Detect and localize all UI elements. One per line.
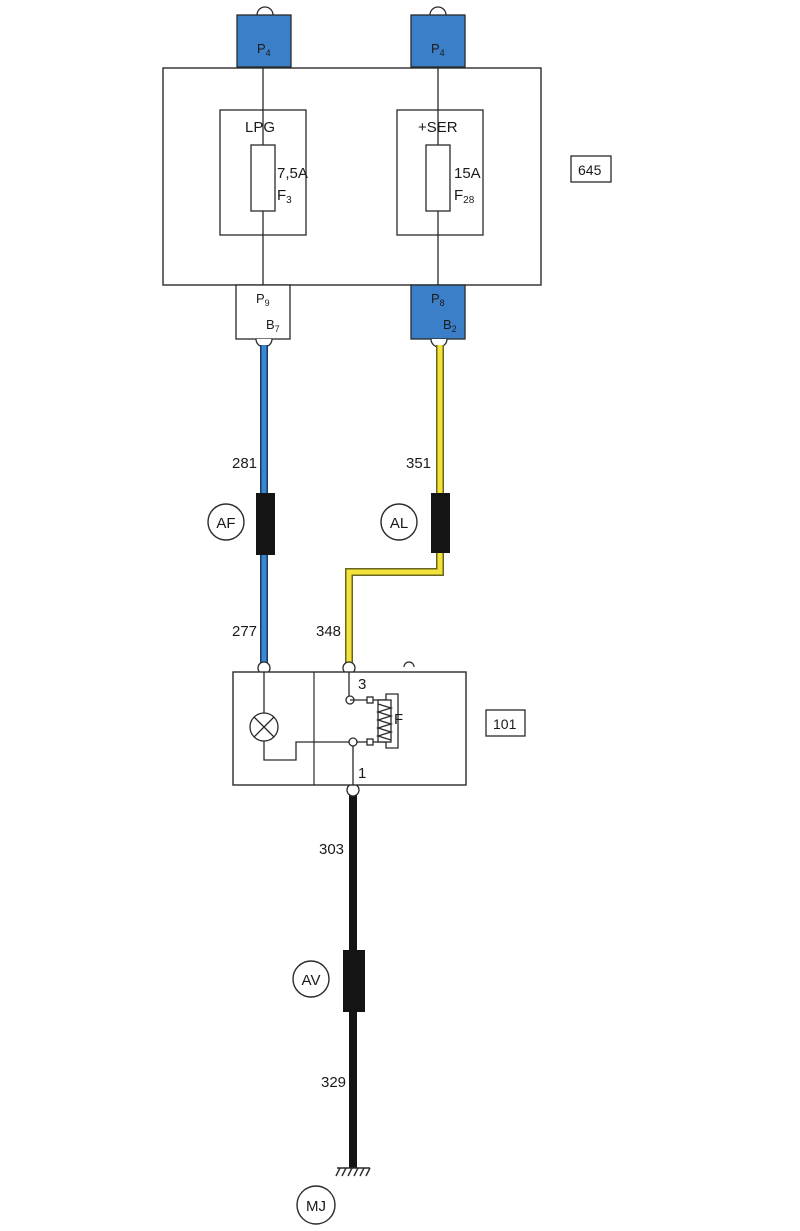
fuse-ser-rating: 15A — [454, 165, 481, 182]
fuse-lpg-code: F3 — [277, 187, 292, 206]
relay-pin-3: 3 — [358, 676, 366, 693]
wire-label-281: 281 — [232, 455, 257, 472]
junction-block-av — [343, 950, 365, 1012]
top-connector-left-label: P4 — [257, 41, 271, 58]
bottom-connector-left-top: P9 — [256, 291, 270, 308]
bottom-connector-right-bottom: B2 — [443, 317, 457, 334]
relay-pin-1: 1 — [358, 765, 366, 782]
wire-yellow — [345, 345, 444, 668]
wire-label-277: 277 — [232, 623, 257, 640]
junction-av: AV — [292, 960, 330, 998]
relay-switch — [345, 672, 399, 785]
junction-block-af — [256, 493, 275, 555]
wire-label-348: 348 — [316, 623, 341, 640]
svg-text:AL: AL — [390, 515, 408, 532]
lamp-icon — [249, 672, 353, 761]
wire-label-303: 303 — [319, 841, 344, 858]
fuse-box — [162, 67, 542, 286]
top-connector-right: P4 — [410, 6, 466, 68]
junction-af: AF — [207, 503, 245, 541]
svg-text:MJ: MJ — [306, 1198, 326, 1215]
fuse-ser-name: +SER — [418, 119, 458, 136]
svg-text:AF: AF — [216, 515, 235, 532]
fuse-lpg: LPG 7,5A F3 — [219, 68, 308, 288]
junction-block-al — [431, 493, 450, 553]
bottom-connector-right: P8 B2 — [410, 284, 466, 348]
bottom-connector-left: P9 B7 — [235, 284, 291, 348]
fuse-lpg-rating: 7,5A — [277, 165, 308, 182]
junction-al: AL — [380, 503, 418, 541]
ground-icon — [335, 1167, 371, 1177]
wire-label-329: 329 — [321, 1074, 346, 1091]
bottom-connector-right-top: P8 — [431, 291, 445, 308]
ground-mj: MJ — [296, 1185, 336, 1225]
top-connector-right-label: P4 — [431, 41, 445, 58]
fuse-lpg-name: LPG — [245, 119, 275, 136]
fuse-box-id: 645 — [578, 162, 602, 178]
relay-coil-label: F — [394, 711, 403, 728]
svg-text:AV: AV — [302, 972, 321, 989]
top-connector-left: P4 — [236, 6, 292, 68]
relay-id: 101 — [493, 716, 517, 732]
fuse-ser: +SER 15A F28 — [396, 68, 484, 288]
bottom-connector-left-bottom: B7 — [266, 317, 280, 334]
wire-label-351: 351 — [406, 455, 431, 472]
fuse-ser-code: F28 — [454, 187, 475, 206]
